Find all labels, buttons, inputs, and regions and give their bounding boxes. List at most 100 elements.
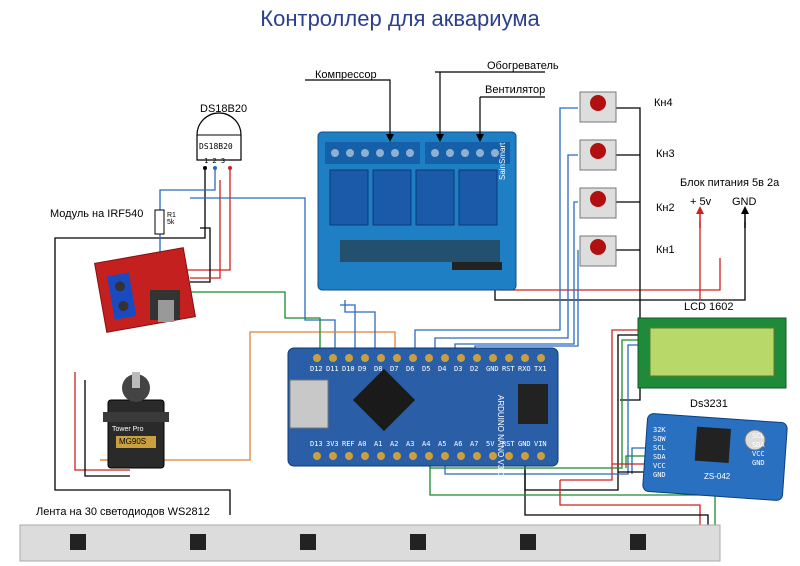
wire-btn4 — [414, 107, 578, 350]
button-kn3 — [579, 139, 617, 171]
button-kn1-label: Кн1 — [656, 244, 675, 256]
wire-irf-green — [190, 291, 321, 350]
page-title: Контроллер для аквариума — [260, 6, 540, 31]
nano-pin-d7: D7 — [390, 365, 399, 373]
nano-pin-bottom-rst: RST — [502, 440, 515, 448]
nano-pin-d12: D12 — [310, 365, 323, 373]
wire-relay-blue-2 — [344, 300, 376, 350]
relay-load-arrows — [386, 134, 484, 142]
rtc-chip-label: ZS-042 — [704, 472, 731, 481]
nano-pin-bottom-vin: VIN — [534, 440, 547, 448]
nano-pin-bottom-a4: A4 — [422, 440, 431, 448]
wire-ds18b20-pin1 — [54, 168, 231, 515]
rtc-pin-left-vcc: VCC — [653, 462, 666, 470]
nano-pin-bottom-d13: D13 — [310, 440, 323, 448]
nano-bottom-pins — [313, 452, 545, 460]
led-strip — [19, 524, 721, 562]
psu-arrows — [699, 212, 746, 228]
nano-pin-d3: D3 — [454, 365, 463, 373]
nano-pin-rxo: RXO — [518, 365, 531, 373]
nano-pin-bottom-a0: A0 — [358, 440, 367, 448]
ds18b20-sensor — [196, 112, 242, 170]
rtc-pin-left-sqw: SQW — [653, 435, 666, 443]
rtc-label: Ds3231 — [690, 398, 728, 410]
servo-model-label: MG90S — [119, 437, 147, 446]
nano-pin-d6: D6 — [406, 365, 415, 373]
psu-plus-label: + 5v — [690, 196, 712, 208]
resistor-r1 — [154, 209, 165, 235]
wire-irf-red — [190, 180, 221, 279]
compressor-label: Компрессор — [315, 69, 377, 81]
button-kn4-label: Кн4 — [654, 97, 673, 109]
wire-relay-blue-1 — [190, 197, 336, 350]
nano-pin-bottom-a2: A2 — [390, 440, 399, 448]
wire-servo-brown — [84, 380, 130, 477]
nano-pin-bottom-a1: A1 — [374, 440, 383, 448]
nano-pin-d8: D8 — [374, 365, 383, 373]
relay-board — [317, 131, 517, 291]
lcd-label: LCD 1602 — [684, 301, 734, 313]
arduino-nano — [287, 347, 559, 467]
rtc-pin-right-vcc: VCC — [752, 450, 765, 458]
wire-rtc-scl — [631, 447, 648, 474]
nano-pin-d11: D11 — [326, 365, 339, 373]
wire-relay-orange — [100, 331, 396, 461]
nano-top-pins — [313, 354, 545, 362]
rtc-pin-right-sda: SDA — [752, 441, 765, 449]
nano-pin-bottom-a6: A6 — [454, 440, 463, 448]
fan-label: Вентилятор — [485, 84, 546, 96]
nano-pin-bottom-5v: 5V — [486, 440, 495, 448]
rtc-pin-left-sda: SDA — [653, 453, 666, 461]
strip-leds — [70, 534, 646, 550]
nano-pin-bottom-gnd: GND — [518, 440, 531, 448]
wire-irf-black — [190, 227, 211, 283]
push-buttons — [579, 91, 617, 267]
lcd-1602 — [637, 317, 787, 389]
nano-board-label: ARDUINO NANO V3.0 — [496, 395, 505, 476]
psu-gnd-label: GND — [732, 196, 757, 208]
servo-mg90s — [103, 372, 169, 469]
rtc-ds3231 — [642, 413, 788, 501]
wire-btn-common-2 — [615, 154, 640, 251]
nano-pin-d2: D2 — [470, 365, 479, 373]
nano-pin-bottom-ref: REF — [342, 440, 355, 448]
wire-btn-common — [615, 107, 641, 401]
servo-brand-label: Tower Pro — [112, 426, 144, 433]
nano-pin-bottom-a3: A3 — [406, 440, 415, 448]
button-kn2-label: Кн2 — [656, 202, 675, 214]
nano-pin-d4: D4 — [438, 365, 447, 373]
nano-pin-bottom-a7: A7 — [470, 440, 479, 448]
wire-ds18b20-pin3 — [180, 168, 231, 271]
button-kn4 — [579, 91, 617, 123]
rtc-pin-left-32k: 32K — [653, 426, 666, 434]
wire-strip-green — [429, 455, 716, 535]
button-kn3-label: Кн3 — [656, 148, 675, 160]
nano-pin-bottom-a5: A5 — [438, 440, 447, 448]
psu-label: Блок питания 5в 2а — [680, 177, 780, 189]
nano-pin-bottom-3v3: 3V3 — [326, 440, 339, 448]
button-kn1 — [579, 235, 617, 267]
nano-icsp — [518, 384, 548, 424]
resistor-label: R1 5k — [167, 212, 176, 226]
irf540-label: Модуль на IRF540 — [50, 208, 144, 220]
heater-label: Обогреватель — [487, 60, 559, 72]
rtc-pin-right-gnd: GND — [752, 459, 765, 467]
wire-relay-blue-3 — [340, 304, 356, 350]
nano-pin-d9: D9 — [358, 365, 367, 373]
wire-servo-red — [74, 372, 130, 471]
rtc-pin-right-scl: SCL — [752, 432, 765, 440]
nano-pin-d10: D10 — [342, 365, 355, 373]
wire-btn2 — [454, 201, 578, 350]
relay-load-lines — [305, 71, 545, 140]
irf540-module — [94, 247, 196, 333]
wire-btn3 — [434, 154, 578, 350]
ds18b20-body-label: DS18B20 — [199, 142, 233, 151]
wire-relay-black — [494, 222, 746, 301]
nano-pin-d5: D5 — [422, 365, 431, 373]
rtc-pin-left-gnd: GND — [653, 471, 666, 479]
nano-pin-tx1: TX1 — [534, 365, 547, 373]
nano-pin-rst: RST — [502, 365, 515, 373]
ds18b20-label: DS18B20 — [200, 103, 248, 115]
nano-pin-gnd: GND — [486, 365, 499, 373]
